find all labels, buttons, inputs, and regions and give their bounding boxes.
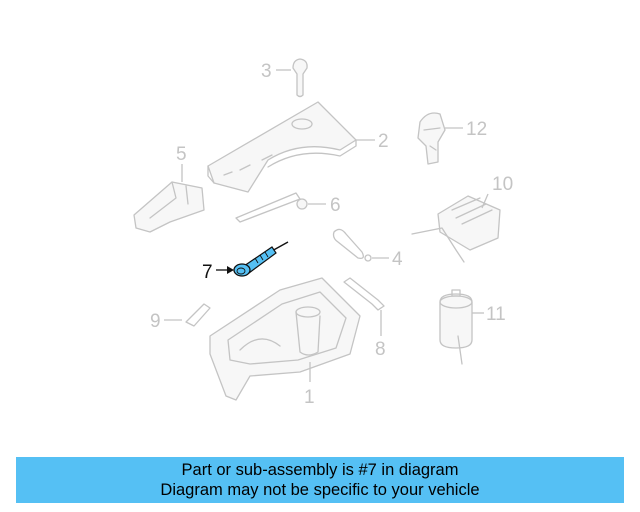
- callout-10: 10: [492, 174, 513, 195]
- callout-2: 2: [378, 131, 389, 152]
- callout-4: 4: [392, 249, 403, 270]
- part-10-jack: [411, 195, 501, 263]
- arrow-7: [227, 266, 234, 274]
- banner-line-1: Part or sub-assembly is #7 in diagram: [181, 461, 459, 479]
- callout-1: 1: [304, 387, 315, 408]
- part-5-jack-bracket: [133, 181, 205, 233]
- callout-5: 5: [176, 144, 187, 165]
- leader-10: [481, 193, 489, 209]
- banner-line-2: Diagram may not be specific to your vehi…: [160, 481, 480, 499]
- part-4-hook: [332, 228, 372, 262]
- callout-11: 11: [486, 304, 506, 325]
- part-7-bolt: [233, 241, 289, 277]
- callout-3: 3: [261, 61, 272, 82]
- part-3-knob: [292, 58, 308, 98]
- callout-7: 7: [202, 262, 213, 283]
- part-12-bracket: [417, 112, 446, 165]
- part-8-wrench: [343, 277, 385, 311]
- callout-8: 8: [375, 339, 386, 360]
- callout-9: 9: [150, 311, 161, 332]
- part-1-tray: [209, 277, 361, 401]
- callout-12: 12: [466, 119, 487, 140]
- part-6-rod: [235, 192, 308, 223]
- info-banner: Part or sub-assembly is #7 in diagram Di…: [16, 457, 624, 503]
- part-11-canister: [439, 289, 473, 365]
- parts-diagram: 3 2 12 5 6 10 4: [133, 58, 513, 408]
- callout-6: 6: [330, 195, 341, 216]
- part-9-clip: [185, 303, 211, 327]
- part-2-cover-panel: [207, 101, 357, 193]
